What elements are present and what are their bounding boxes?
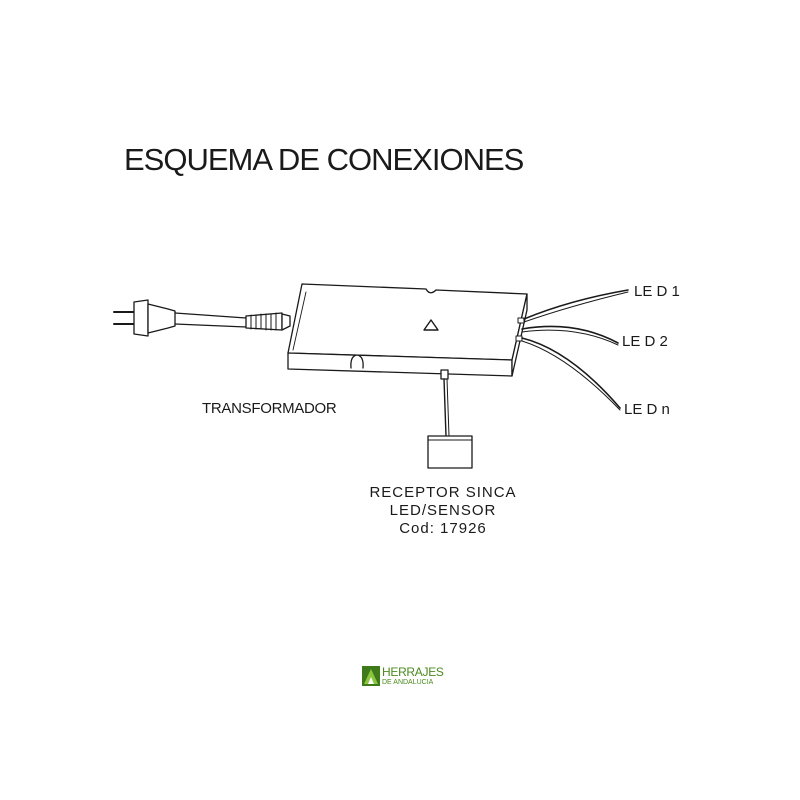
logo-sub-text: DE ANDALUCIA: [382, 679, 434, 686]
receptor-line-2: LED/SENSOR: [389, 502, 497, 519]
brand-logo: HERRAJES DE ANDALUCIA: [362, 666, 444, 686]
led-cables: [521, 289, 629, 411]
power-plug: [113, 299, 176, 337]
logo-mark-icon: [362, 666, 380, 686]
receptor-sensor: [427, 378, 473, 469]
logo-main-text: HERRAJES: [382, 665, 444, 679]
transformer-box: [287, 283, 528, 380]
strain-relief: [245, 312, 291, 331]
page-title: ESQUEMA DE CONEXIONES: [124, 142, 524, 177]
receptor-line-1: RECEPTOR SINCA: [369, 484, 517, 501]
led-2-label: LE D 2: [622, 333, 668, 350]
transformer-label: TRANSFORMADOR: [202, 400, 337, 417]
receptor-label: RECEPTOR SINCA LED/SENSOR Cod: 17926: [350, 484, 536, 538]
led-1-label: LE D 1: [634, 283, 680, 300]
led-n-label: LE D n: [624, 401, 670, 418]
power-cable: [174, 312, 247, 328]
receptor-code: Cod: 17926: [399, 520, 487, 537]
